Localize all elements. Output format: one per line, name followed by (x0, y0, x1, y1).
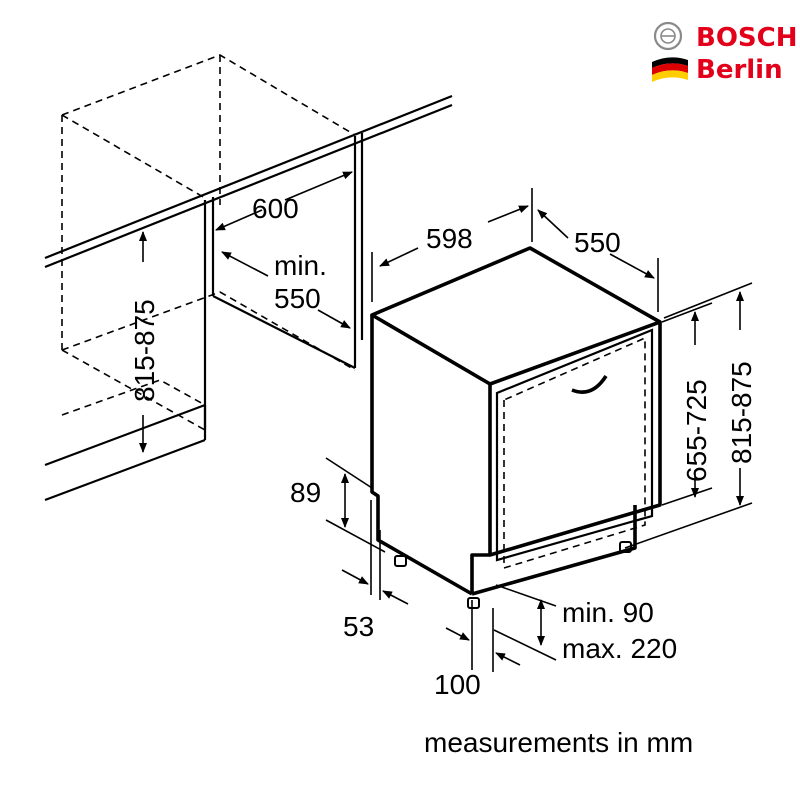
dimension-appliance-depth: 550 (537, 209, 659, 312)
label-plinth-max: max. 220 (562, 633, 677, 664)
label-appliance-height: 815-875 (726, 361, 757, 464)
label-niche-depth-min: min. (274, 250, 327, 281)
foot (467, 597, 480, 609)
label-base-height: 89 (290, 477, 321, 508)
dimension-cabinet-width: 600 (215, 171, 353, 231)
germany-flag-icon (652, 57, 688, 82)
dimension-foot-offset: 100 (434, 600, 521, 700)
label-niche-height: 815-875 (129, 299, 160, 402)
installation-niche (44, 54, 453, 502)
dimension-base-setback: 53 (341, 500, 409, 642)
dimension-base-height: 89 (290, 457, 386, 553)
brand-name: BOSCH (696, 23, 798, 53)
dimension-niche-depth: min. 550 (221, 250, 351, 329)
label-foot-offset: 100 (434, 669, 481, 700)
dimension-door-height: 655-725 (661, 302, 713, 506)
brand-logo: BOSCH Berlin (652, 21, 798, 85)
dimension-niche-height: 815-875 (129, 231, 160, 453)
label-appliance-width: 598 (426, 223, 473, 254)
brand-location: Berlin (696, 55, 783, 85)
label-appliance-depth: 550 (574, 227, 621, 258)
dimension-appliance-height: 815-875 (624, 282, 757, 549)
label-cabinet-width: 600 (252, 193, 299, 224)
label-base-setback: 53 (343, 611, 374, 642)
foot (619, 541, 632, 553)
label-door-height: 655-725 (681, 379, 712, 482)
caption-units: measurements in mm (424, 727, 693, 758)
bosch-armature-icon (653, 21, 683, 51)
dimension-appliance-width: 598 (371, 188, 533, 302)
foot (394, 555, 407, 567)
label-plinth-min: min. 90 (562, 597, 654, 628)
door-handle (571, 374, 608, 394)
dishwasher (370, 246, 662, 609)
label-niche-depth-value: 550 (274, 283, 321, 314)
dimension-plinth-height: min. 90 max. 220 (493, 584, 677, 664)
